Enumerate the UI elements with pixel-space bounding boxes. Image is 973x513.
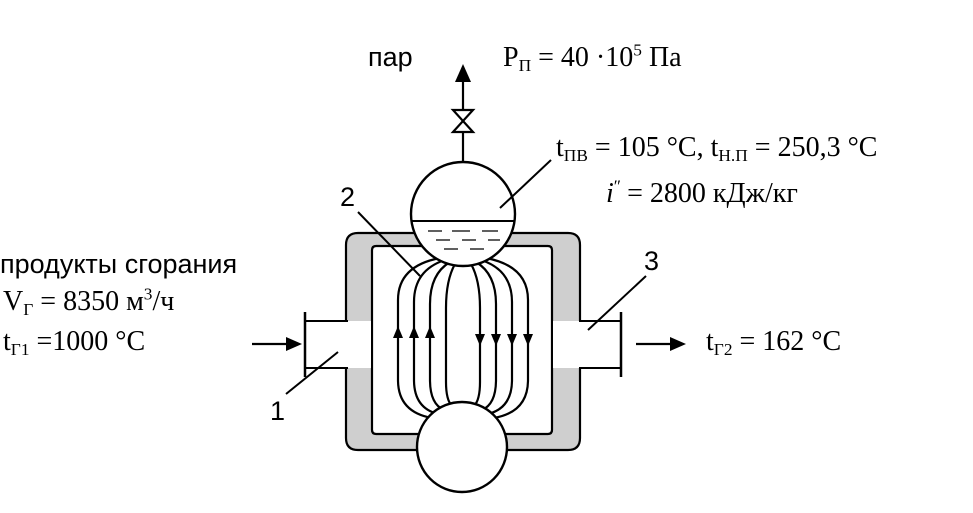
gas-volume-label: VГ = 8350 м3/ч: [3, 284, 175, 319]
arrow-down-1: [475, 334, 485, 346]
arrow-up-3: [425, 326, 435, 338]
gas-title-label: продукты сгорания: [0, 249, 238, 279]
arrow-down-3: [507, 334, 517, 346]
callout-2: 2: [340, 182, 356, 212]
gas-inlet-temp-label: tГ1 =1000 °C: [3, 326, 146, 359]
callout-3: 3: [644, 246, 660, 276]
lower-drum: [415, 400, 509, 494]
gas-in-arrow-icon: [286, 337, 302, 351]
gas-out-arrow-icon: [670, 337, 686, 351]
callout-1: 1: [270, 396, 286, 426]
leader-2: [357, 211, 421, 277]
arrow-up-2: [409, 326, 419, 338]
gas-outlet-duct: [551, 312, 623, 377]
pressure-label: PП = 40 ·105 Па: [503, 40, 682, 75]
leader-1: [285, 351, 339, 395]
enthalpy-label: iʺ = 2800 кДж/кг: [606, 176, 798, 209]
upper-drum: [409, 160, 517, 268]
gas-arrows: [252, 337, 686, 351]
gas-inlet-duct: [303, 312, 373, 377]
arrow-down-2: [491, 334, 501, 346]
steam-outlet: [450, 64, 476, 162]
arrow-up-1: [393, 326, 403, 338]
leader-lines: [285, 159, 647, 395]
leader-drum: [499, 159, 552, 209]
temperature-label: tПВ = 105 °C, tН.П = 250,3 °C: [556, 132, 878, 165]
flow-arrows: [393, 326, 533, 346]
leader-3: [587, 275, 647, 331]
steam-label: пар: [368, 42, 413, 72]
gas-outlet-temp-label: tГ2 = 162 °C: [706, 326, 842, 359]
arrow-down-4: [523, 334, 533, 346]
valve-icon: [450, 108, 476, 134]
